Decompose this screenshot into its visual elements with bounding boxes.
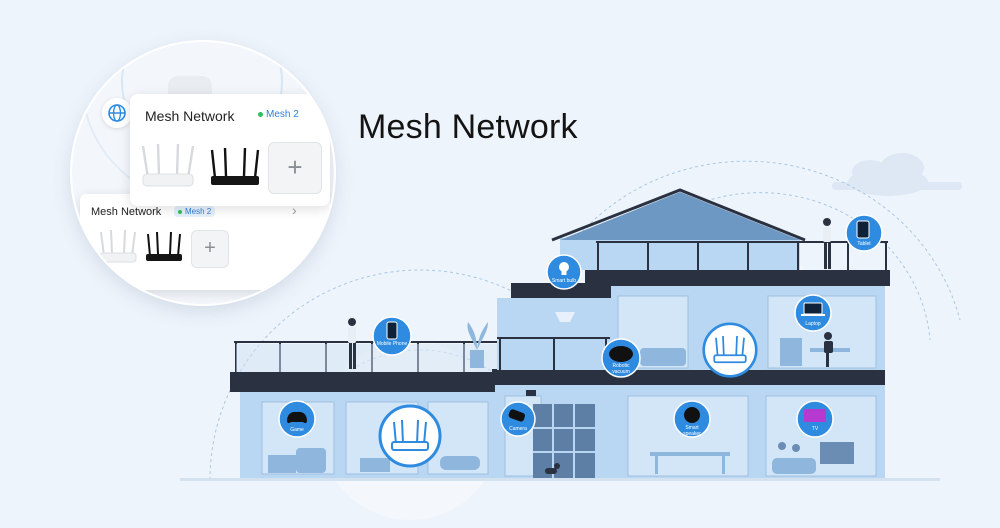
phone-icon <box>372 316 412 356</box>
smart-speaker-label: Smart speaker <box>683 425 701 437</box>
camera-label: Camera <box>509 426 527 432</box>
laptop-label: Laptop <box>805 321 821 327</box>
mobile-phone-device: Mobile Phone <box>372 316 412 361</box>
chevron-right-icon[interactable]: › <box>292 202 297 218</box>
top-floor-wall <box>560 238 800 270</box>
globe-button[interactable] <box>102 98 132 128</box>
camera-icon <box>500 401 536 437</box>
front-door <box>533 404 595 478</box>
router-icon <box>702 322 758 378</box>
middle-slab <box>492 369 885 385</box>
router-white-small-icon <box>99 229 137 263</box>
mesh-card-badge: Mesh 2 <box>254 108 303 121</box>
mesh-card-title: Mesh Network <box>145 108 235 124</box>
mesh-card-small-badge: Mesh 2 <box>174 206 216 217</box>
router-peek <box>168 76 212 98</box>
router-white-icon <box>141 143 195 187</box>
cloud-decoration <box>832 153 962 196</box>
tv-device: TV <box>796 400 834 443</box>
speaker-icon <box>673 400 711 438</box>
tablet-label: Tablet <box>857 241 871 247</box>
game-label: Game <box>290 427 304 433</box>
robotic-vacuum-label: Robotic vacuum <box>612 363 630 375</box>
router-black-icon <box>210 147 260 185</box>
router-icon <box>378 404 442 468</box>
add-mesh-button-small[interactable]: + <box>191 230 229 268</box>
router-black-small-icon <box>146 231 182 261</box>
upper-slab <box>585 270 890 286</box>
smart-bulb-device: Smart bulb <box>546 254 582 295</box>
online-status-dot <box>178 209 182 214</box>
camera-device: Camera <box>500 401 536 442</box>
vacuum-icon <box>601 338 641 378</box>
tablet-icon <box>845 214 883 252</box>
smart-bulb-label: Smart bulb <box>551 278 577 284</box>
add-mesh-button[interactable]: + <box>268 142 322 194</box>
mesh-card-small-title: Mesh Network <box>91 206 162 218</box>
game-device: Game <box>278 400 316 443</box>
tablet-device: Tablet <box>845 214 883 257</box>
mesh-card-small-badge-text: Mesh 2 <box>185 207 212 216</box>
globe-icon <box>108 104 126 122</box>
laptop-device: Laptop <box>794 294 832 337</box>
online-status-dot <box>258 111 263 117</box>
robotic-vacuum-device: Robotic vacuum <box>601 338 641 383</box>
bulb-icon <box>546 254 582 290</box>
mobile-phone-label: Mobile Phone <box>376 341 408 347</box>
smart-speaker-device: Smart speaker <box>673 400 711 443</box>
ground-line <box>180 478 940 481</box>
mesh-card-small[interactable]: Mesh Network Mesh 2 › + <box>80 194 330 290</box>
tv-label: TV <box>811 426 819 432</box>
tv-icon <box>796 400 834 438</box>
mesh-card-badge-text: Mesh 2 <box>266 109 299 120</box>
page-title: Mesh Network <box>358 108 578 146</box>
left-terrace <box>230 372 505 392</box>
gamepad-icon <box>278 400 316 438</box>
laptop-icon <box>794 294 832 332</box>
mesh-card[interactable]: Mesh Network Mesh 2 + <box>130 94 330 206</box>
app-magnifier: Mesh Network Mesh 2 › + Mesh Network Mes… <box>72 42 334 304</box>
roof <box>560 192 800 240</box>
